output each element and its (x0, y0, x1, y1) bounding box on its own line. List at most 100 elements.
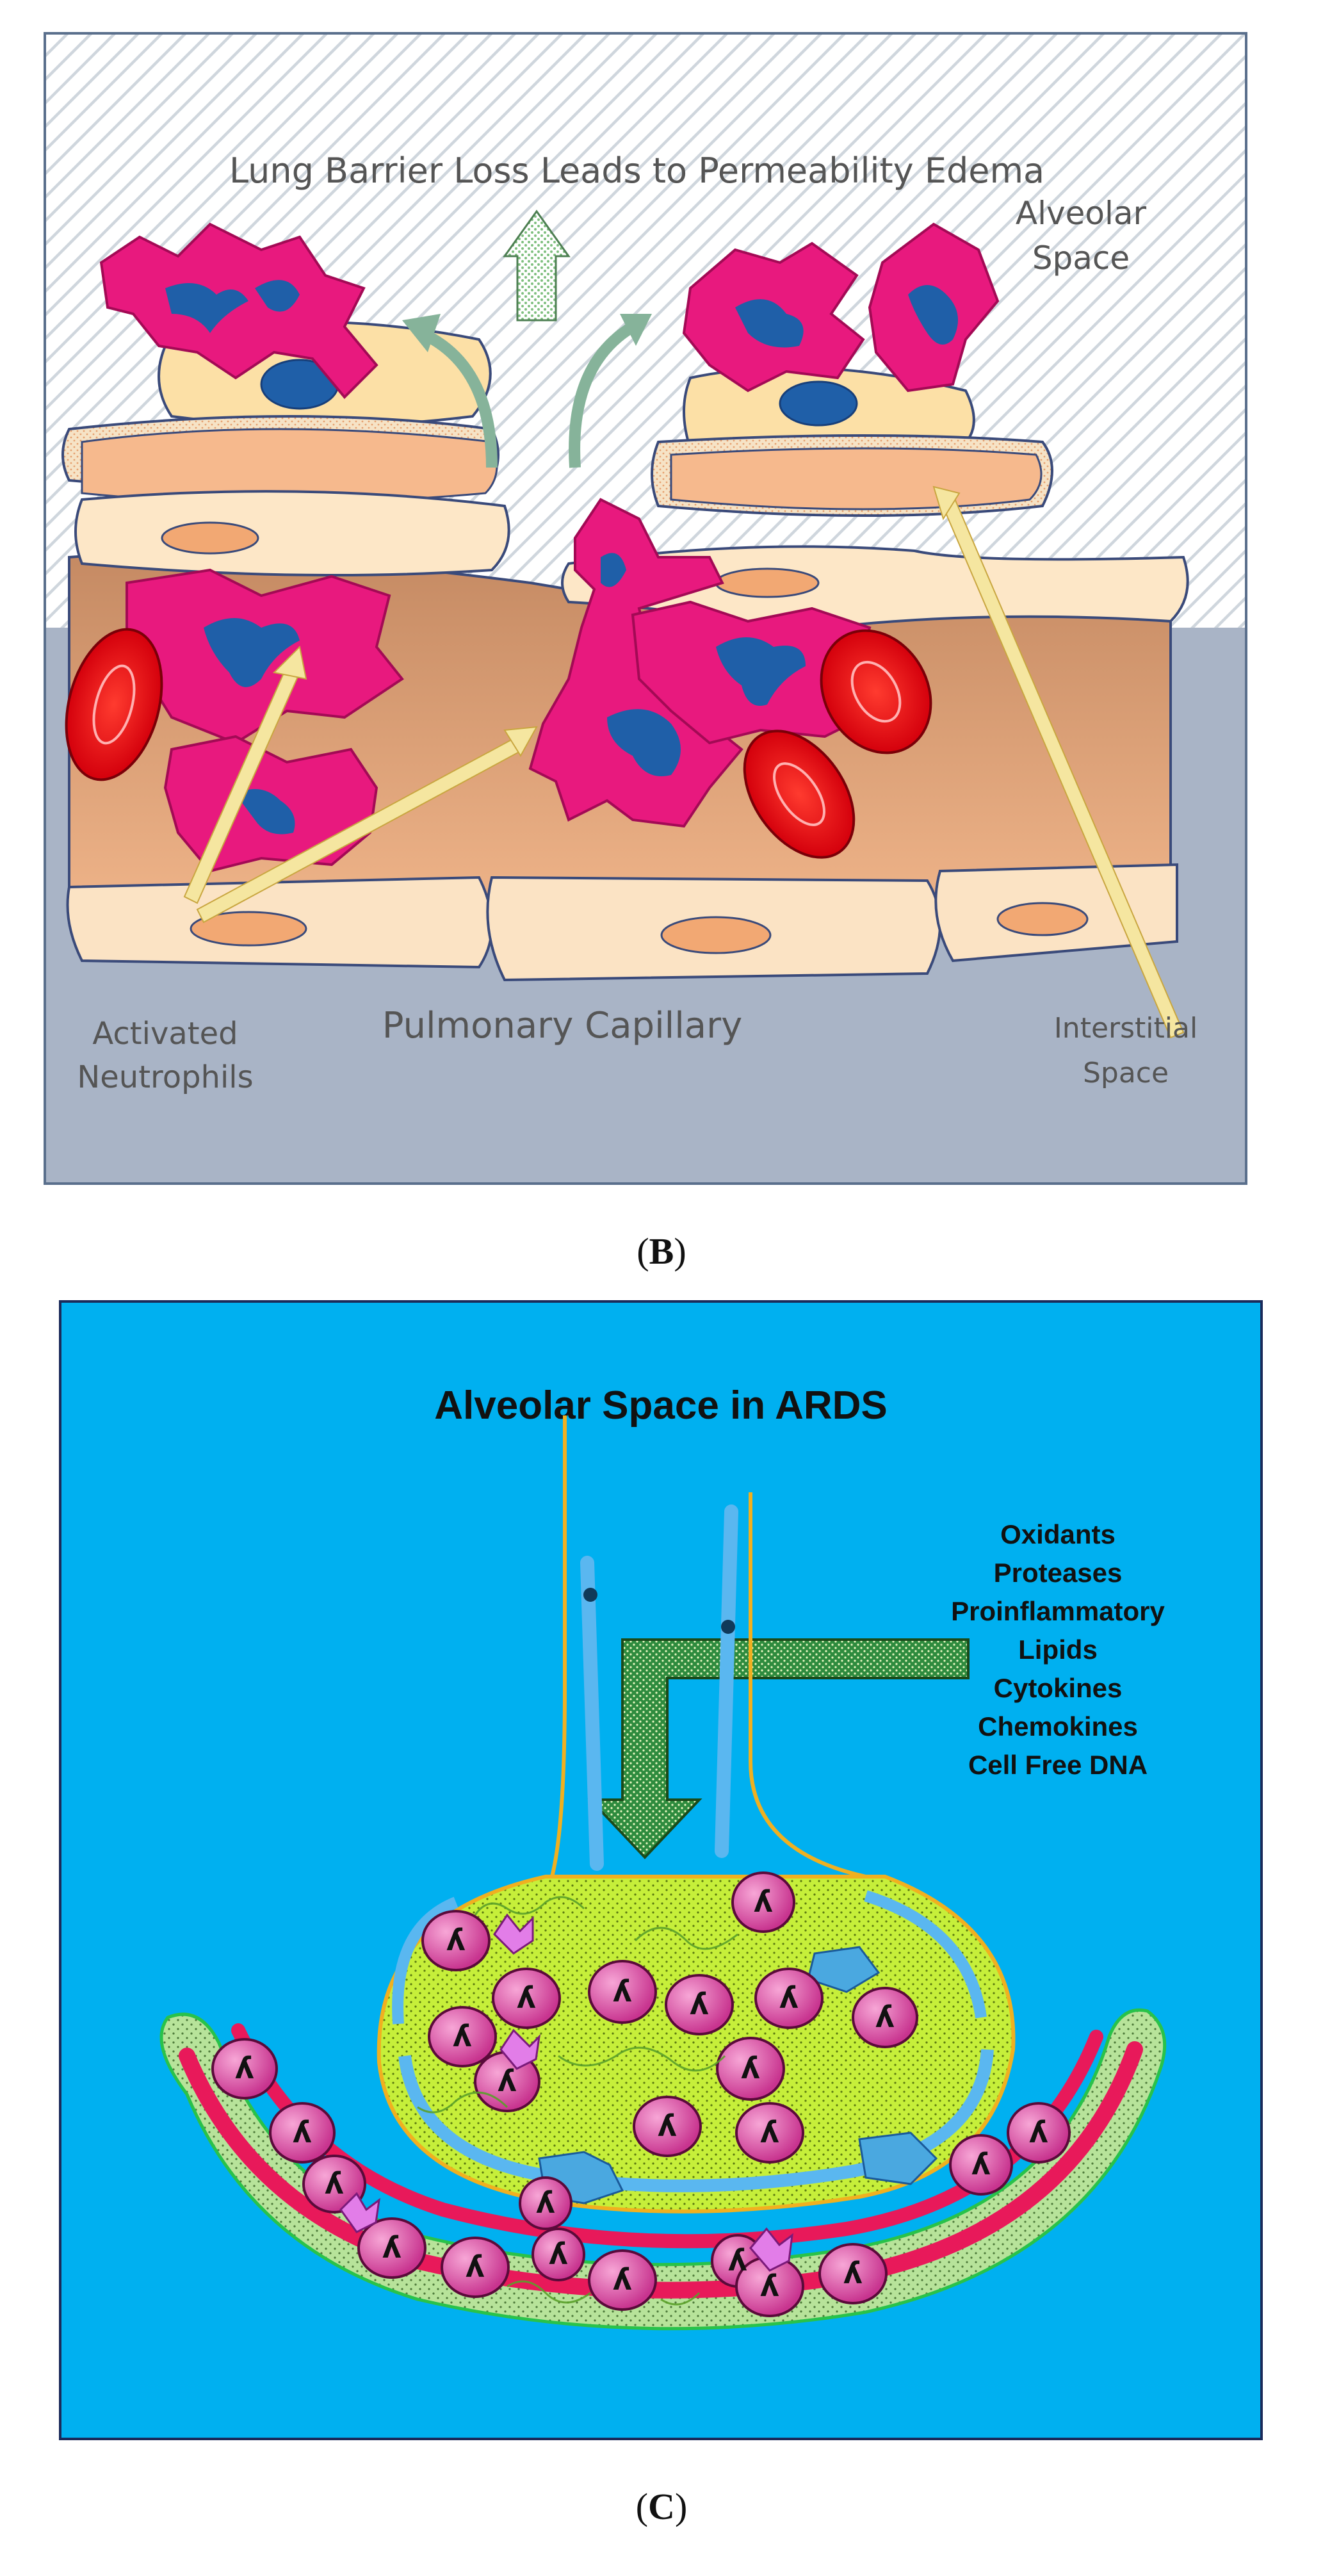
svg-text:ʎ: ʎ (293, 2115, 312, 2149)
mediator-proinflammatory: Proinflammatory (951, 1596, 1165, 1626)
neutrophil-nucleus (236, 789, 295, 835)
netting-neutrophil (493, 1913, 534, 1955)
svg-text:ʎ: ʎ (728, 2243, 747, 2278)
neutrophil-nucleus (204, 618, 300, 687)
svg-text:ʎ: ʎ (613, 1974, 632, 2009)
label-alveolar-space-line1: Alveolar (1016, 195, 1147, 232)
neutrophil (211, 2038, 278, 2099)
caption-c: (C) (635, 2486, 688, 2527)
neutrophil (428, 2006, 497, 2067)
panel-c-bg (59, 1300, 1263, 2440)
svg-text:ʎ: ʎ (760, 2115, 779, 2149)
mediator-chemokines: Chemokines (978, 1711, 1138, 1741)
red-blood-cell (820, 629, 932, 754)
svg-text:ʎ: ʎ (325, 2166, 344, 2201)
neutrophil (754, 1968, 824, 2029)
neutrophil (731, 1871, 795, 1933)
svg-text:ʎ: ʎ (971, 2147, 991, 2181)
neutrophil-extracellular-traps (417, 1896, 738, 2306)
label-activated: Activated (92, 1016, 238, 1052)
neutrophil (949, 2134, 1013, 2196)
netting-neutrophil (499, 2028, 541, 2070)
neutrophil (441, 2237, 510, 2298)
neutrophil-nucleus (908, 285, 958, 345)
svg-text:ʎ: ʎ (613, 2262, 632, 2297)
netting-neutrophil (749, 2227, 793, 2272)
label-space: Space (1083, 1057, 1169, 1089)
svg-text:ʎ: ʎ (382, 2230, 402, 2265)
neutrophil (1007, 2102, 1071, 2164)
neutrophil (532, 2228, 585, 2281)
svg-text:ʎ: ʎ (498, 2064, 517, 2098)
neutrophil-nucleus (716, 637, 806, 706)
svg-text:ʎ: ʎ (658, 2108, 677, 2143)
neutrophil (716, 2037, 785, 2101)
svg-text:ʎ: ʎ (760, 2269, 779, 2303)
svg-text:ʎ: ʎ (779, 1980, 799, 2015)
mediator-oxidants: Oxidants (1000, 1519, 1116, 1549)
svg-text:ʎ: ʎ (446, 1923, 466, 1957)
panel-b-title: Lung Barrier Loss Leads to Permeability … (229, 151, 1044, 191)
airway-wall-right (749, 1492, 866, 1879)
neutrophil (99, 222, 378, 399)
svg-text:ʎ: ʎ (453, 2019, 472, 2053)
svg-text:ʎ: ʎ (690, 1987, 709, 2021)
mediator-release-arrow (587, 1638, 970, 1859)
svg-text:ʎ: ʎ (843, 2256, 863, 2290)
curved-arrow-right (569, 322, 636, 468)
label-interstitial: Interstitial (1054, 1012, 1197, 1045)
panel-c-svg: Alveolar Space in ARDS Oxidants Protease… (59, 1300, 1263, 2440)
label-pulmonary-capillary: Pulmonary Capillary (382, 1005, 743, 1047)
airway-wall-left (550, 1415, 567, 1877)
neutrophil (302, 2155, 366, 2213)
svg-text:ʎ: ʎ (754, 1884, 773, 1919)
panel-c-diagram: Alveolar Space in ARDS Oxidants Protease… (59, 1300, 1263, 2440)
mediator-lipids: Lipids (1018, 1634, 1098, 1665)
label-neutrophils: Neutrophils (77, 1059, 253, 1095)
svg-text:ʎ: ʎ (875, 2000, 895, 2034)
mediator-cytokines: Cytokines (994, 1673, 1123, 1703)
neutrophil (665, 1974, 734, 2035)
neutrophil-nuclei: ʎ ʎ ʎ ʎ ʎ ʎ ʎ ʎ ʎ ʎ ʎ ʎ ʎ ʎ ʎ ʎ ʎ ʎ ʎ ʎ … (235, 1884, 1048, 2303)
panel-b-diagram: Lung Barrier Loss Leads to Permeability … (44, 32, 1247, 1185)
neutrophil-nucleus (607, 709, 681, 776)
panel-b-svg: Lung Barrier Loss Leads to Permeability … (44, 32, 1247, 1185)
neutrophil (588, 2249, 657, 2311)
svg-text:ʎ: ʎ (1029, 2115, 1048, 2149)
endothelial-nucleus (996, 902, 1089, 936)
mediator-cell-free-dna: Cell Free DNA (968, 1750, 1148, 1780)
neutrophil-nucleus (735, 299, 804, 348)
svg-text:ʎ: ʎ (517, 1980, 536, 2015)
neutrophil (852, 1987, 918, 2048)
neutrophil (588, 1960, 657, 2024)
netting-neutrophil (339, 2192, 380, 2233)
svg-text:ʎ: ʎ (235, 2051, 254, 2085)
neutrophil (633, 2096, 702, 2157)
label-alveolar-space-line2: Space (1032, 240, 1130, 277)
alveolar-epithelium (398, 2049, 994, 2192)
neutrophil (519, 2176, 572, 2230)
curved-arrow-left (419, 327, 498, 468)
neutrophil (735, 2102, 804, 2164)
svg-text:ʎ: ʎ (536, 2185, 555, 2220)
epithelial-nucleus (779, 380, 858, 427)
svg-text:ʎ: ʎ (549, 2237, 568, 2271)
mediator-proteases: Proteases (994, 1558, 1123, 1588)
transmigrating-neutrophil (528, 498, 743, 828)
neutrophil (818, 2243, 888, 2304)
neutrophil (421, 1910, 491, 1971)
svg-text:ʎ: ʎ (466, 2249, 485, 2284)
neutrophil-nucleus (165, 283, 248, 333)
panel-c-title: Alveolar Space in ARDS (434, 1383, 888, 1428)
neutrophil (492, 1968, 561, 2029)
caption-b: (B) (637, 1230, 686, 1272)
red-blood-cell (65, 628, 163, 781)
neutrophil (269, 2102, 336, 2164)
red-blood-cell (743, 730, 856, 859)
edema-up-arrow (503, 209, 571, 322)
type-2-pneumocyte (858, 2132, 938, 2185)
endothelial-nucleus (660, 916, 772, 954)
neutrophil (357, 2217, 426, 2279)
svg-text:ʎ: ʎ (741, 2051, 760, 2085)
alveolar-epithelium (74, 490, 510, 576)
